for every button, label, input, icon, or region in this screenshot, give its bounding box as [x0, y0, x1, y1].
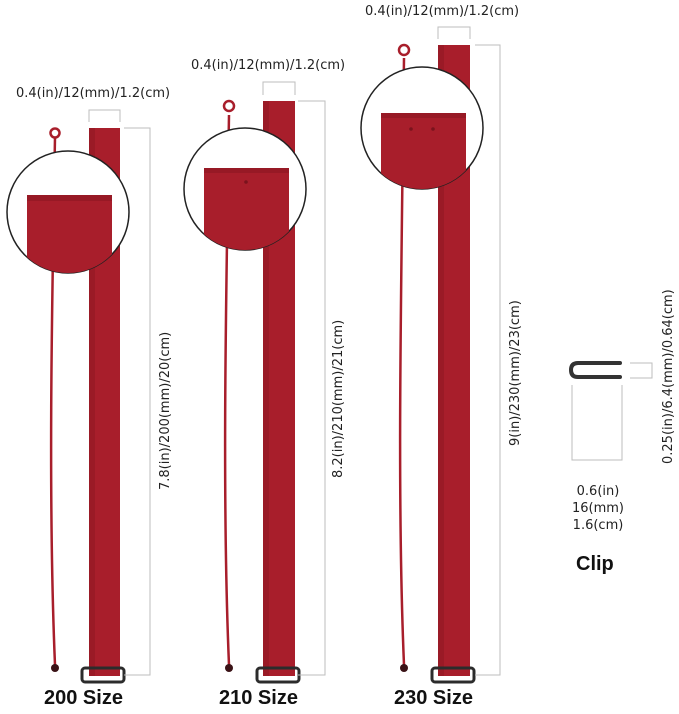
size-title-210: 210 Size [219, 687, 298, 709]
length-label-200: 7.8(in)/200(mm)/20(cm) [158, 331, 173, 490]
clip-width-in: 0.6(in) [576, 484, 620, 499]
clip-illustration [568, 361, 653, 461]
width-label-200: 0.4(in)/12(mm)/1.2(cm) [16, 86, 171, 101]
cord-end [51, 664, 59, 672]
clip-width-cm: 1.6(cm) [572, 518, 624, 533]
size-title-230: 230 Size [394, 687, 473, 709]
width-label-210: 0.4(in)/12(mm)/1.2(cm) [191, 58, 346, 73]
strap-230 [360, 26, 501, 684]
strap-210 [183, 81, 326, 684]
clip-title: Clip [576, 553, 614, 575]
clip-height-label: 0.25(in)/6.4(mm)/0.64(cm) [661, 289, 676, 464]
cord-loop [49, 127, 61, 139]
strap-200 [6, 109, 151, 684]
clip-width-label: 0.6(in) 16(mm) 1.6(cm) [560, 483, 636, 534]
length-label-210: 8.2(in)/210(mm)/21(cm) [331, 319, 346, 478]
width-label-230: 0.4(in)/12(mm)/1.2(cm) [365, 4, 520, 19]
clip-width-mm: 16(mm) [571, 501, 624, 516]
length-label-230: 9(in)/230(mm)/23(cm) [508, 300, 523, 446]
size-title-200: 200 Size [44, 687, 123, 709]
